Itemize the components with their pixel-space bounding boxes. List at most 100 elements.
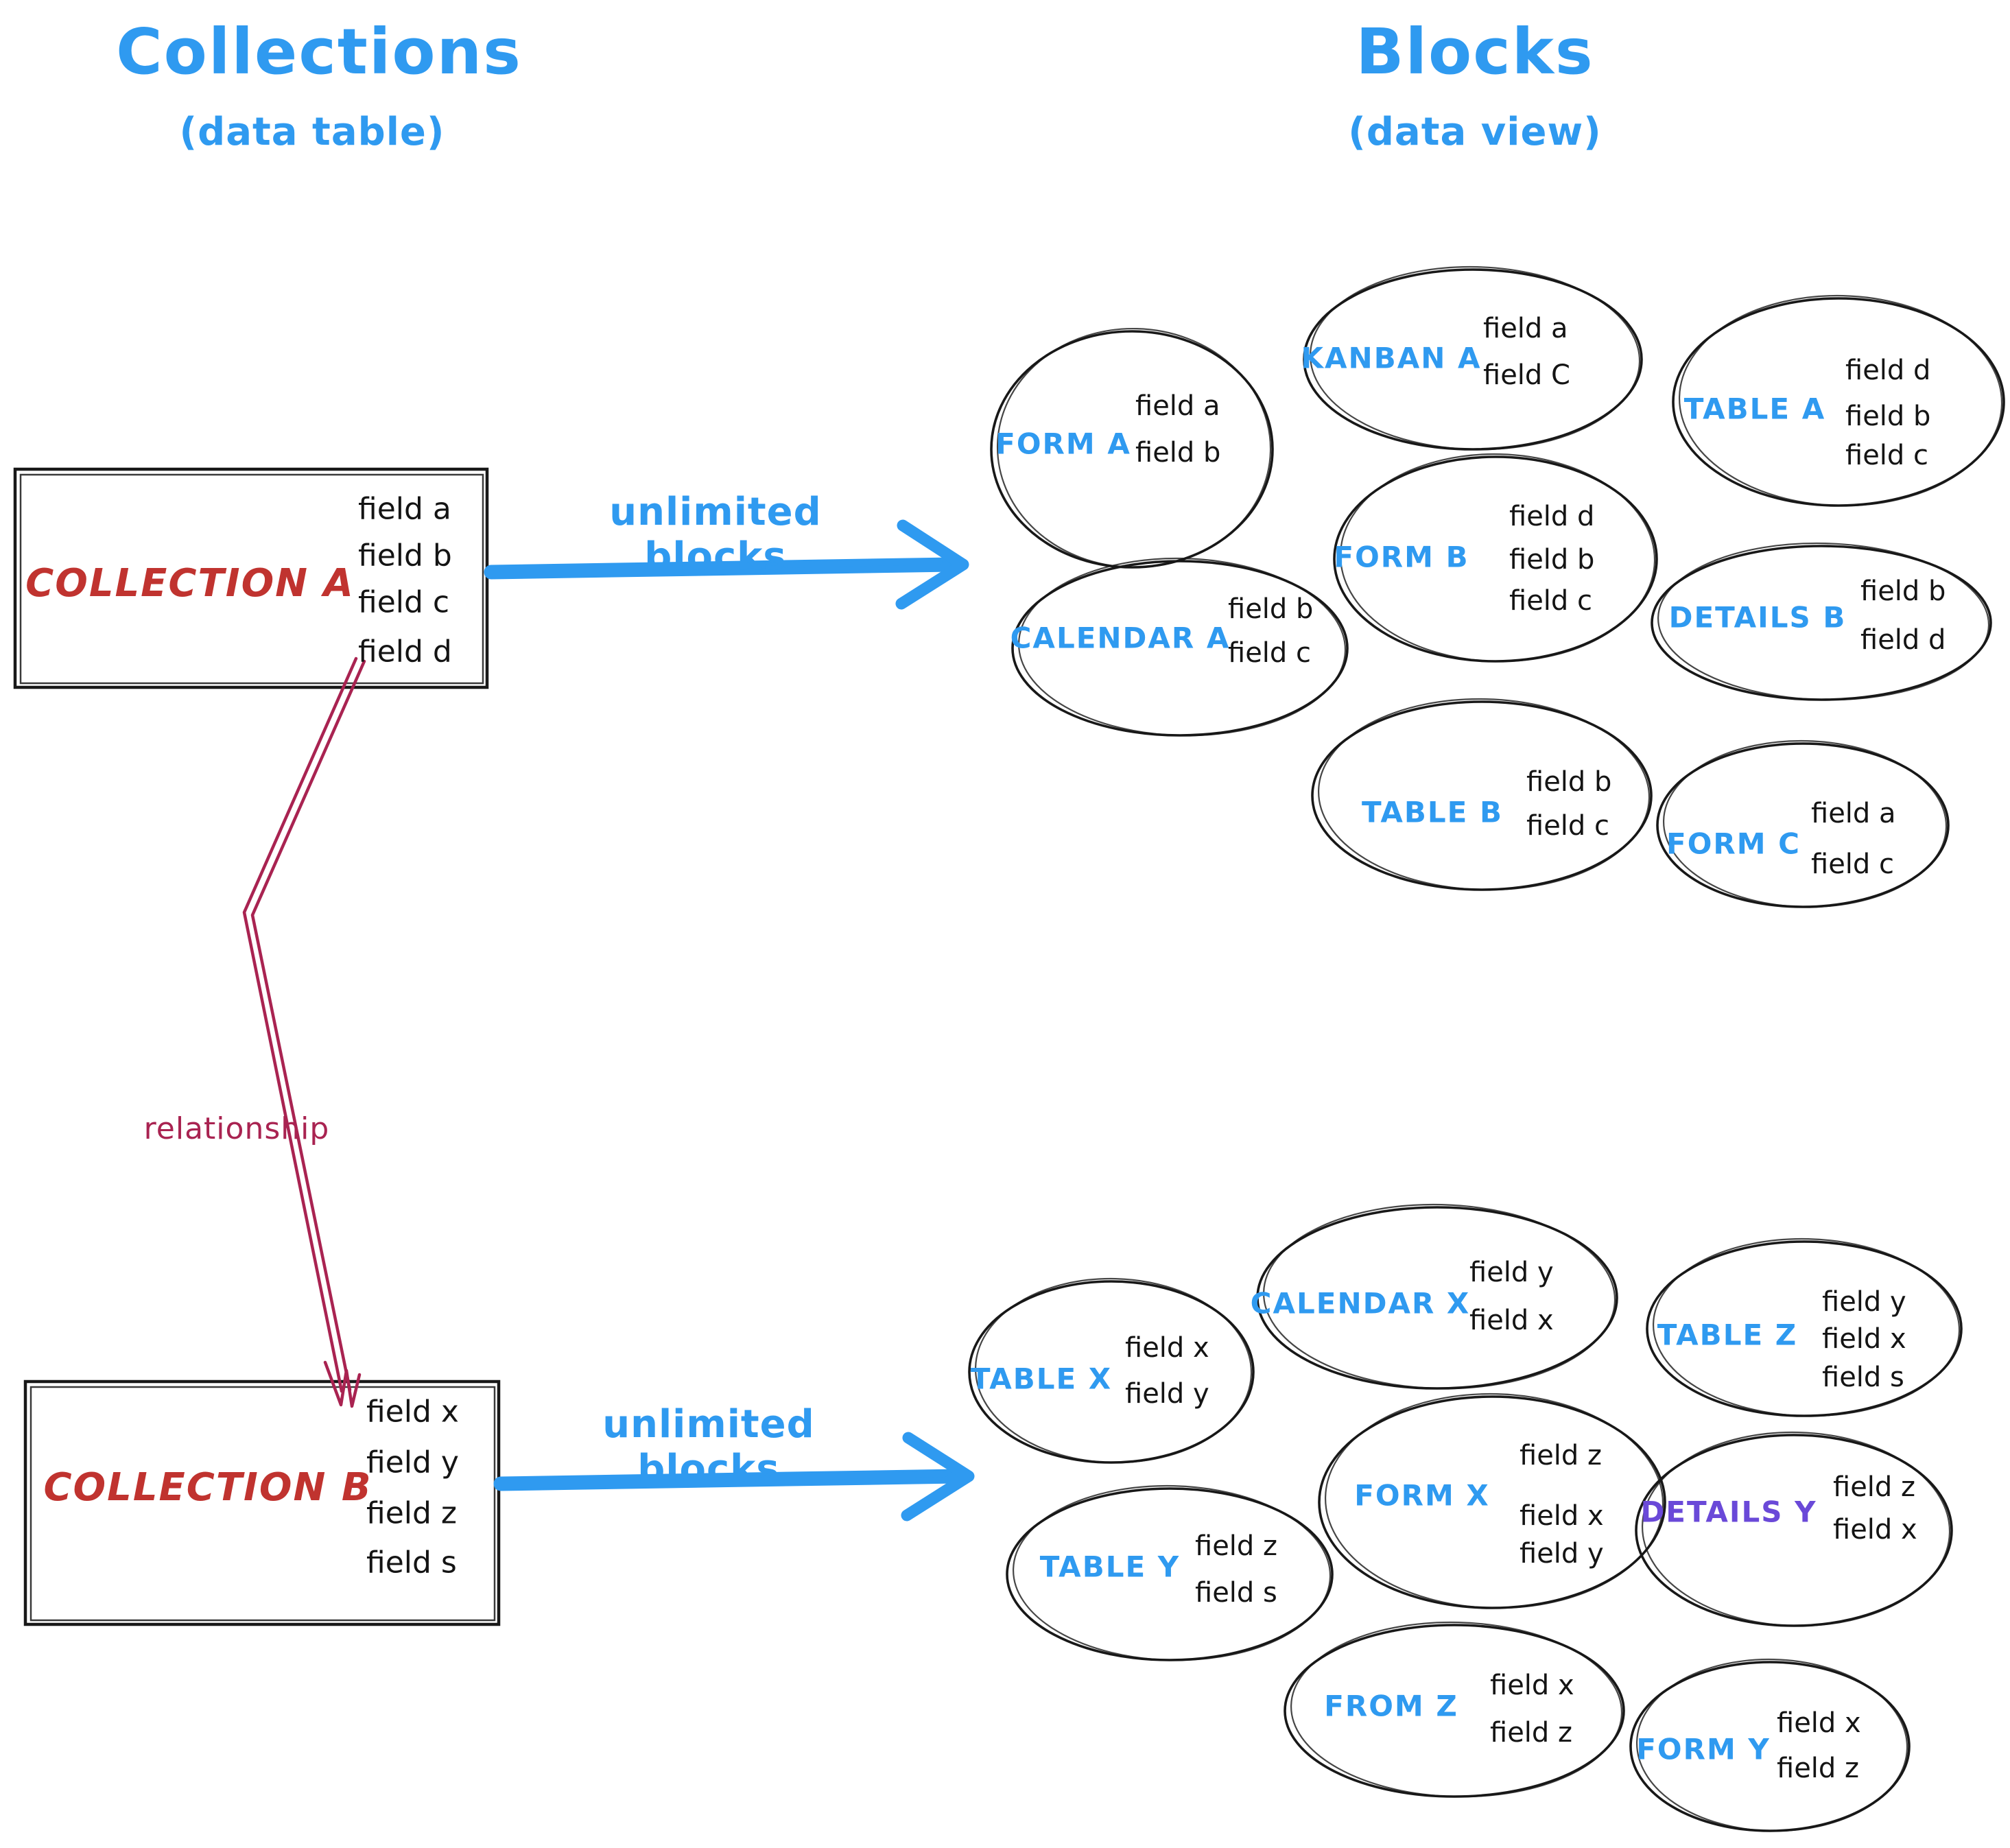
block-label: TABLE B: [1362, 795, 1503, 829]
block-form-b: FORM B field d field b field c: [1323, 445, 1668, 673]
collection-b-field: field s: [366, 1545, 457, 1580]
block-ellipse-sketch: [968, 1277, 1255, 1464]
block-label: TABLE X: [970, 1362, 1113, 1396]
block-table-x: TABLE X field x field y: [958, 1270, 1265, 1474]
collection-a-field: field d: [358, 634, 452, 670]
block-field: field C: [1483, 359, 1570, 391]
block-form-c: FORM C field a field c: [1646, 732, 1960, 919]
block-details-b: DETAILS B field b field d: [1640, 534, 2002, 711]
block-label: KANBAN A: [1301, 341, 1482, 375]
block-field: field z: [1833, 1471, 1916, 1503]
block-field: field z: [1777, 1753, 1860, 1784]
block-field: field a: [1135, 390, 1220, 422]
block-ellipse-sketch: [1318, 1393, 1666, 1609]
block-field: field c: [1509, 585, 1593, 617]
collection-b-field: field y: [366, 1445, 459, 1480]
block-field: field d: [1509, 501, 1595, 532]
block-field: field x: [1125, 1332, 1209, 1364]
collection-a-field: field b: [358, 538, 452, 573]
block-label: CALENDAR X: [1250, 1286, 1471, 1320]
block-field: field z: [1490, 1717, 1573, 1749]
block-label: FORM Y: [1636, 1732, 1771, 1766]
collection-a-box: [13, 467, 489, 689]
unlimited-blocks-arrow-a: [484, 519, 969, 610]
block-field: field b: [1860, 576, 1946, 607]
collection-b-label: COLLECTION B: [43, 1465, 373, 1510]
block-ellipse-sketch: [1011, 557, 1349, 737]
unlimited-blocks-label-b: unlimited blocks: [602, 1402, 815, 1491]
block-label: FROM Z: [1324, 1689, 1458, 1723]
block-field: field y: [1469, 1257, 1554, 1288]
block-field: field z: [1195, 1530, 1278, 1562]
block-field: field c: [1228, 637, 1312, 669]
block-field: field b: [1228, 593, 1314, 625]
block-field: field y: [1520, 1538, 1604, 1569]
collection-b-box: [23, 1379, 501, 1626]
collection-b-field: field z: [366, 1495, 458, 1531]
block-field: field y: [1125, 1378, 1209, 1410]
block-field: field x: [1490, 1670, 1574, 1701]
block-ellipse-sketch: [1635, 1431, 1953, 1627]
relationship-arrow: [242, 656, 366, 1408]
block-table-a: TABLE A field d field b field c: [1662, 287, 2010, 517]
block-field: field b: [1135, 437, 1221, 469]
block-field: field b: [1509, 544, 1595, 576]
block-ellipse-sketch: [1646, 1237, 1963, 1417]
block-field: field d: [1845, 355, 1931, 386]
block-label: TABLE Z: [1657, 1318, 1798, 1352]
block-label: TABLE A: [1683, 392, 1826, 426]
block-field: field c: [1845, 440, 1929, 471]
blocks-subtitle: (data view): [1348, 110, 1602, 154]
block-ellipse-sketch: [1006, 1484, 1334, 1661]
block-field: field a: [1811, 798, 1896, 829]
block-label: DETAILS B: [1668, 600, 1847, 635]
blocks-title: Blocks: [1356, 15, 1594, 88]
block-field: field y: [1822, 1286, 1906, 1318]
block-field: field c: [1811, 849, 1895, 880]
block-field: field x: [1469, 1305, 1554, 1336]
block-ellipse-sketch: [1651, 542, 1992, 701]
block-field: field s: [1195, 1577, 1277, 1609]
block-label: CALENDAR A: [1010, 621, 1231, 655]
collection-b-field: field x: [366, 1394, 459, 1430]
block-from-z: FROM Z field x field z: [1273, 1613, 1635, 1808]
block-field: field x: [1520, 1500, 1604, 1532]
block-field: field a: [1483, 313, 1568, 344]
block-label: FORM C: [1666, 827, 1801, 861]
relationship-label: relationship: [143, 1111, 330, 1146]
collections-subtitle: (data table): [179, 110, 445, 154]
relationship-arrowhead: [323, 1360, 362, 1408]
block-label: TABLE Y: [1039, 1550, 1181, 1584]
block-field: field b: [1845, 401, 1931, 432]
block-ellipse-sketch: [1284, 1621, 1625, 1798]
block-field: field c: [1526, 810, 1610, 842]
unlimited-blocks-arrow-b: [493, 1432, 975, 1521]
block-ellipse-sketch: [1629, 1658, 1911, 1832]
block-ellipse-sketch: [1333, 453, 1658, 663]
collection-a-field: field c: [358, 584, 450, 620]
block-ellipse-sketch: [1303, 265, 1643, 451]
block-field: field x: [1822, 1323, 1906, 1355]
block-field: field d: [1860, 624, 1946, 656]
unlimited-blocks-label-a: unlimited blocks: [609, 490, 822, 579]
block-field: field z: [1520, 1440, 1603, 1471]
collection-a-field: field a: [358, 491, 451, 527]
block-field: field b: [1526, 766, 1612, 798]
block-field: field x: [1833, 1514, 1917, 1545]
block-field: field x: [1777, 1707, 1861, 1739]
block-ellipse-sketch: [1311, 698, 1653, 891]
block-label: FORM B: [1334, 540, 1469, 574]
collection-a-label: COLLECTION A: [25, 561, 355, 606]
block-label: FORM A: [995, 427, 1131, 461]
block-table-y: TABLE Y field z field s: [995, 1477, 1344, 1672]
block-ellipse-sketch: [1656, 739, 1950, 908]
